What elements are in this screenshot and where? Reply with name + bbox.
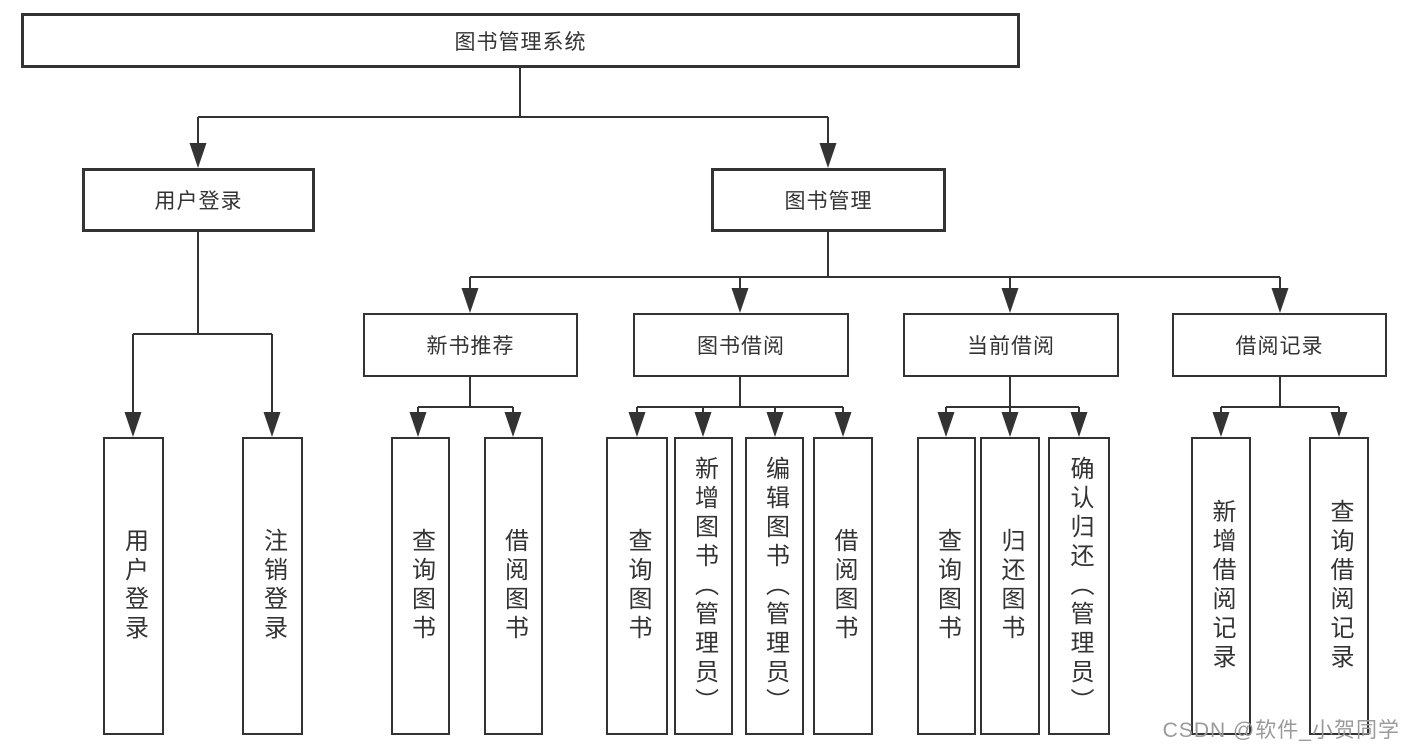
- node-label: 借阅图书: [500, 528, 528, 644]
- node-label: 查询图书: [933, 528, 961, 644]
- leaf-return-books: 归还图书: [980, 437, 1040, 735]
- node-label: 借阅记录: [1235, 335, 1324, 358]
- leaf-confirm-return-admin: 确认归还（管理员）: [1048, 437, 1110, 735]
- watermark: CSDN @软件_小贺同学: [1162, 719, 1400, 742]
- leaf-logout: 注销登录: [242, 437, 303, 735]
- leaf-add-books-admin: 新增图书（管理员）: [674, 437, 733, 735]
- node-label: 查询图书: [624, 528, 651, 644]
- node-label: 图书借阅: [697, 335, 785, 358]
- node-book-borrow: 图书借阅: [633, 313, 849, 377]
- node-label: 新增图书（管理员）: [690, 455, 718, 717]
- node-book-management: 图书管理: [711, 168, 946, 232]
- node-label: 用户登录: [154, 190, 243, 213]
- leaf-add-borrow-record: 新增借阅记录: [1191, 437, 1251, 735]
- leaf-borrow-books-recommend: 借阅图书: [484, 437, 543, 735]
- node-label: 归还图书: [997, 528, 1024, 644]
- node-library-system: 图书管理系统: [21, 13, 1020, 68]
- node-borrow-records: 借阅记录: [1172, 313, 1387, 377]
- node-label: 新书推荐: [426, 335, 515, 358]
- node-label: 借阅图书: [830, 528, 857, 644]
- node-label: 图书管理系统: [454, 30, 587, 54]
- node-user-login: 用户登录: [82, 168, 315, 232]
- node-label: 注销登录: [259, 528, 287, 644]
- node-label: 编辑图书（管理员）: [761, 455, 789, 717]
- node-label: 用户登录: [120, 528, 148, 644]
- leaf-query-borrow-record: 查询借阅记录: [1309, 437, 1369, 735]
- leaf-query-books-current: 查询图书: [917, 437, 976, 735]
- node-label: 查询借阅记录: [1326, 499, 1353, 673]
- leaf-user-login: 用户登录: [103, 437, 164, 735]
- node-new-book-recommend: 新书推荐: [363, 313, 578, 377]
- leaf-edit-books-admin: 编辑图书（管理员）: [745, 437, 804, 735]
- node-label: 当前借阅: [967, 335, 1055, 358]
- node-current-borrow: 当前借阅: [903, 313, 1119, 377]
- leaf-borrow-books: 借阅图书: [813, 437, 873, 735]
- node-label: 确认归还（管理员）: [1066, 455, 1093, 717]
- node-label: 图书管理: [784, 190, 873, 213]
- leaf-query-books-borrow: 查询图书: [606, 437, 668, 735]
- node-label: 新增借阅记录: [1208, 499, 1235, 673]
- leaf-query-books-recommend: 查询图书: [391, 437, 450, 735]
- node-label: 查询图书: [407, 528, 435, 644]
